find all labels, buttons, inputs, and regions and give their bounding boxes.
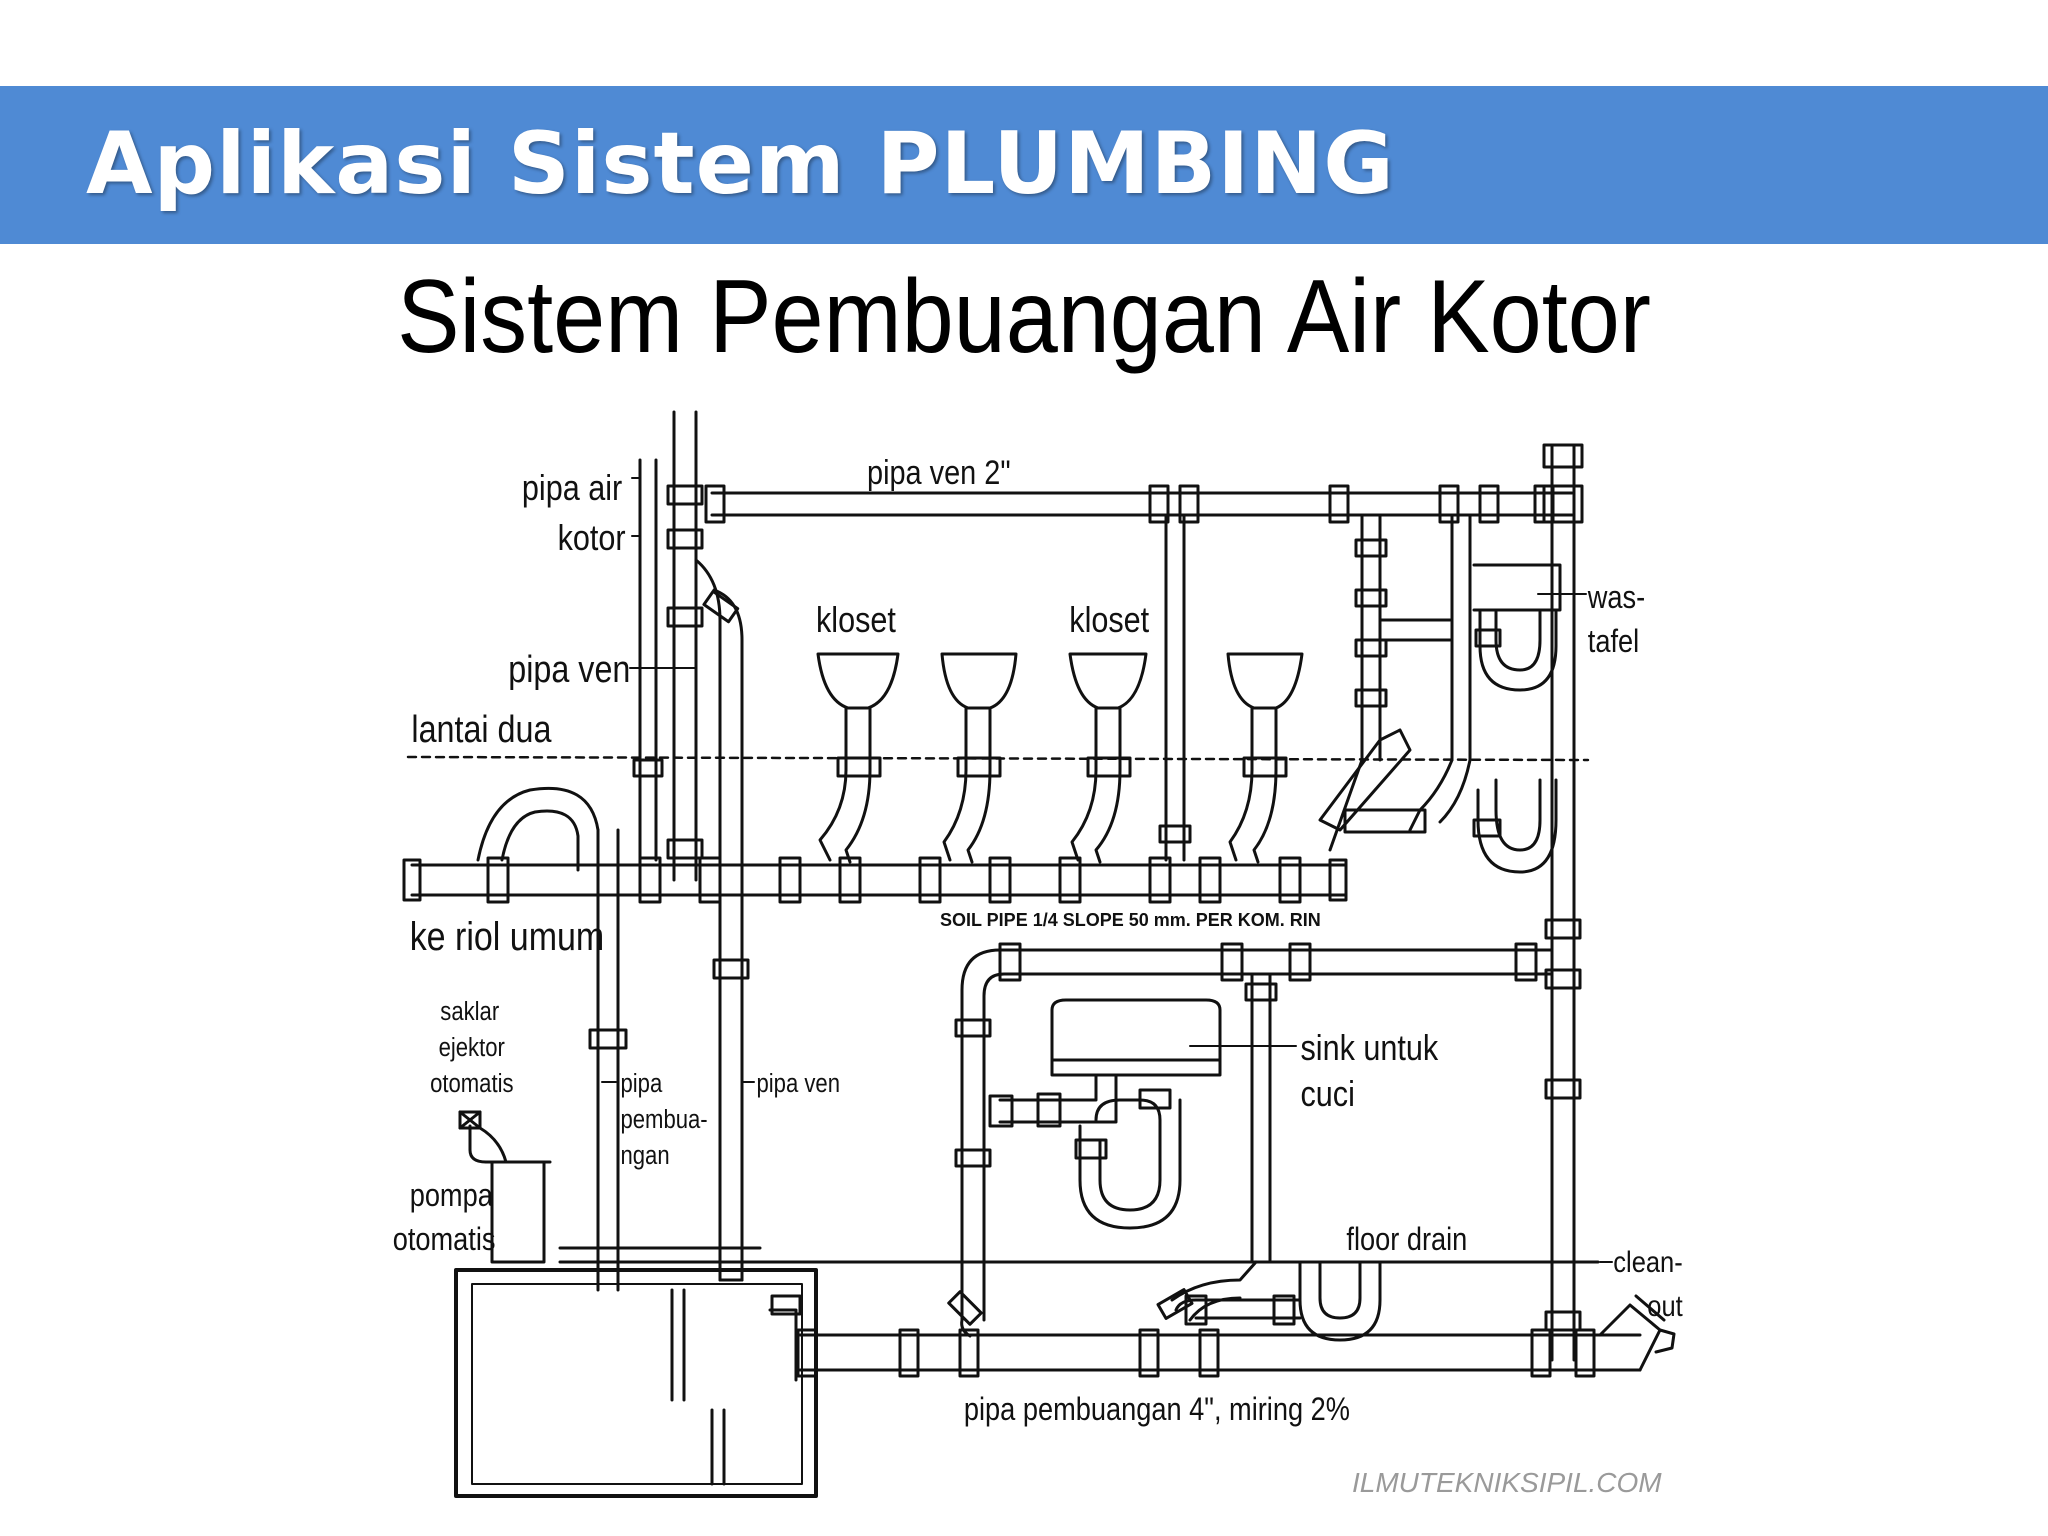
wastafel-branch	[1318, 513, 1562, 874]
riser-loop	[476, 786, 600, 872]
label-saklar: saklar	[440, 997, 499, 1026]
lower-vent-loop	[954, 942, 1554, 1322]
label-soil-pipe-note: SOIL PIPE 1/4 SLOPE 50 mm. PER KOM. RIN	[940, 910, 1321, 930]
label-lantai-dua: lantai dua	[411, 709, 551, 751]
label-out: out	[1647, 1289, 1683, 1322]
right-stack	[1542, 443, 1584, 1362]
slide-subtitle: Sistem Pembuangan Air Kotor	[397, 259, 1651, 375]
title-banner: Aplikasi Sistem PLUMBING	[0, 86, 2048, 244]
label-ejektor: ejektor	[439, 1033, 505, 1062]
label-was: was-	[1587, 580, 1645, 616]
ejector-tank	[454, 1246, 818, 1498]
label-sink-untuk: sink untuk	[1301, 1029, 1439, 1069]
kloset-4	[1226, 652, 1304, 864]
label-tafel: tafel	[1588, 624, 1639, 660]
watermark: ILMUTEKNIKSIPIL.COM	[1352, 1467, 1662, 1498]
kloset-3	[1068, 652, 1148, 864]
floor-drain	[1156, 1260, 1382, 1342]
leader-lines	[601, 477, 1613, 1263]
label-clean: clean-	[1613, 1245, 1682, 1278]
label-ngan: ngan	[621, 1141, 670, 1170]
kloset-1	[816, 652, 900, 864]
label-pompa: pompa	[410, 1178, 494, 1214]
vent-header-pipe	[704, 484, 1574, 524]
label-pipa-pembuangan-4: pipa pembuangan 4", miring 2%	[964, 1392, 1350, 1428]
label-cuci: cuci	[1301, 1075, 1355, 1115]
left-stacks	[632, 410, 750, 1282]
slide-title: Aplikasi Sistem PLUMBING	[86, 114, 1395, 214]
main-drain-pipe	[796, 1290, 1676, 1378]
label-ke-riol-umum: ke riol umum	[410, 913, 605, 958]
label-pompa-otomatis: otomatis	[393, 1222, 496, 1258]
label-pipa-air: pipa air	[522, 469, 622, 509]
label-pipa: pipa	[621, 1069, 663, 1098]
kitchen-sink	[988, 998, 1222, 1230]
label-floor-drain: floor drain	[1346, 1222, 1467, 1258]
label-pipa-ven-2: pipa ven 2"	[867, 453, 1011, 492]
label-otomatis: otomatis	[430, 1069, 513, 1098]
label-kloset-1: kloset	[816, 601, 897, 641]
diagram-labels: pipa air kotor pipa ven 2" kloset kloset…	[393, 453, 1683, 1498]
label-kloset-2: kloset	[1069, 601, 1150, 641]
soil-pipe	[402, 856, 1348, 904]
label-kotor: kotor	[558, 519, 626, 559]
automatic-pump	[458, 1110, 552, 1264]
label-pipa-ven-lower: pipa ven	[757, 1069, 840, 1098]
label-pembua: pembua-	[621, 1105, 708, 1134]
kloset-2	[940, 652, 1018, 864]
label-pipa-ven: pipa ven	[508, 649, 630, 691]
